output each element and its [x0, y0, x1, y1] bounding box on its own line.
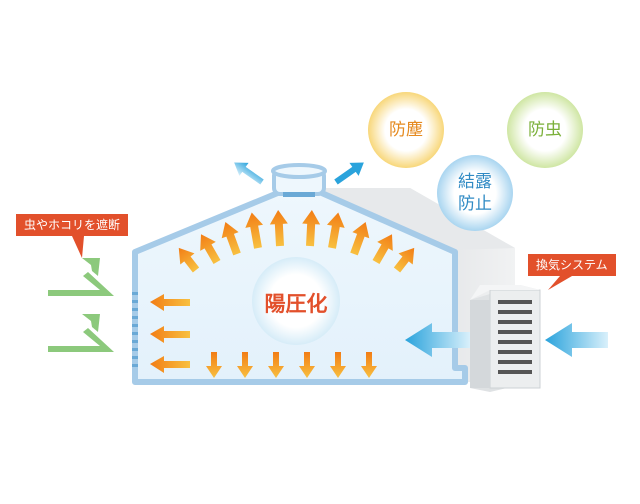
insect-prevention-circle [507, 92, 583, 168]
downward-pressure-arrows [206, 352, 377, 378]
ventilation-unit [470, 285, 541, 392]
condensation-prevention-label-line1: 結露 [458, 172, 492, 192]
callout-pointer-right [548, 276, 572, 290]
leftward-pressure-arrows [150, 294, 190, 373]
wall-vent [132, 292, 138, 367]
ventilation-system-callout: 換気システム [528, 254, 616, 276]
blocked-insect-arrows [48, 258, 114, 352]
louver-grille [498, 300, 532, 374]
callout-pointer-left [72, 236, 84, 258]
condensation-prevention-label-line2: 防止 [458, 194, 492, 214]
dust-prevention-label: 防塵 [389, 120, 423, 140]
insect-prevention-label: 防虫 [528, 120, 562, 140]
roof-exhaust-arrows [234, 162, 364, 185]
positive-pressure-circle [252, 257, 340, 345]
positive-pressure-label: 陽圧化 [264, 292, 328, 316]
dust-prevention-circle [368, 92, 444, 168]
insect-dust-block-callout: 虫やホコリを遮断 [16, 214, 129, 236]
intake-arrows [405, 323, 608, 357]
condensation-prevention-circle [437, 155, 513, 231]
upward-pressure-arrows [178, 210, 415, 273]
